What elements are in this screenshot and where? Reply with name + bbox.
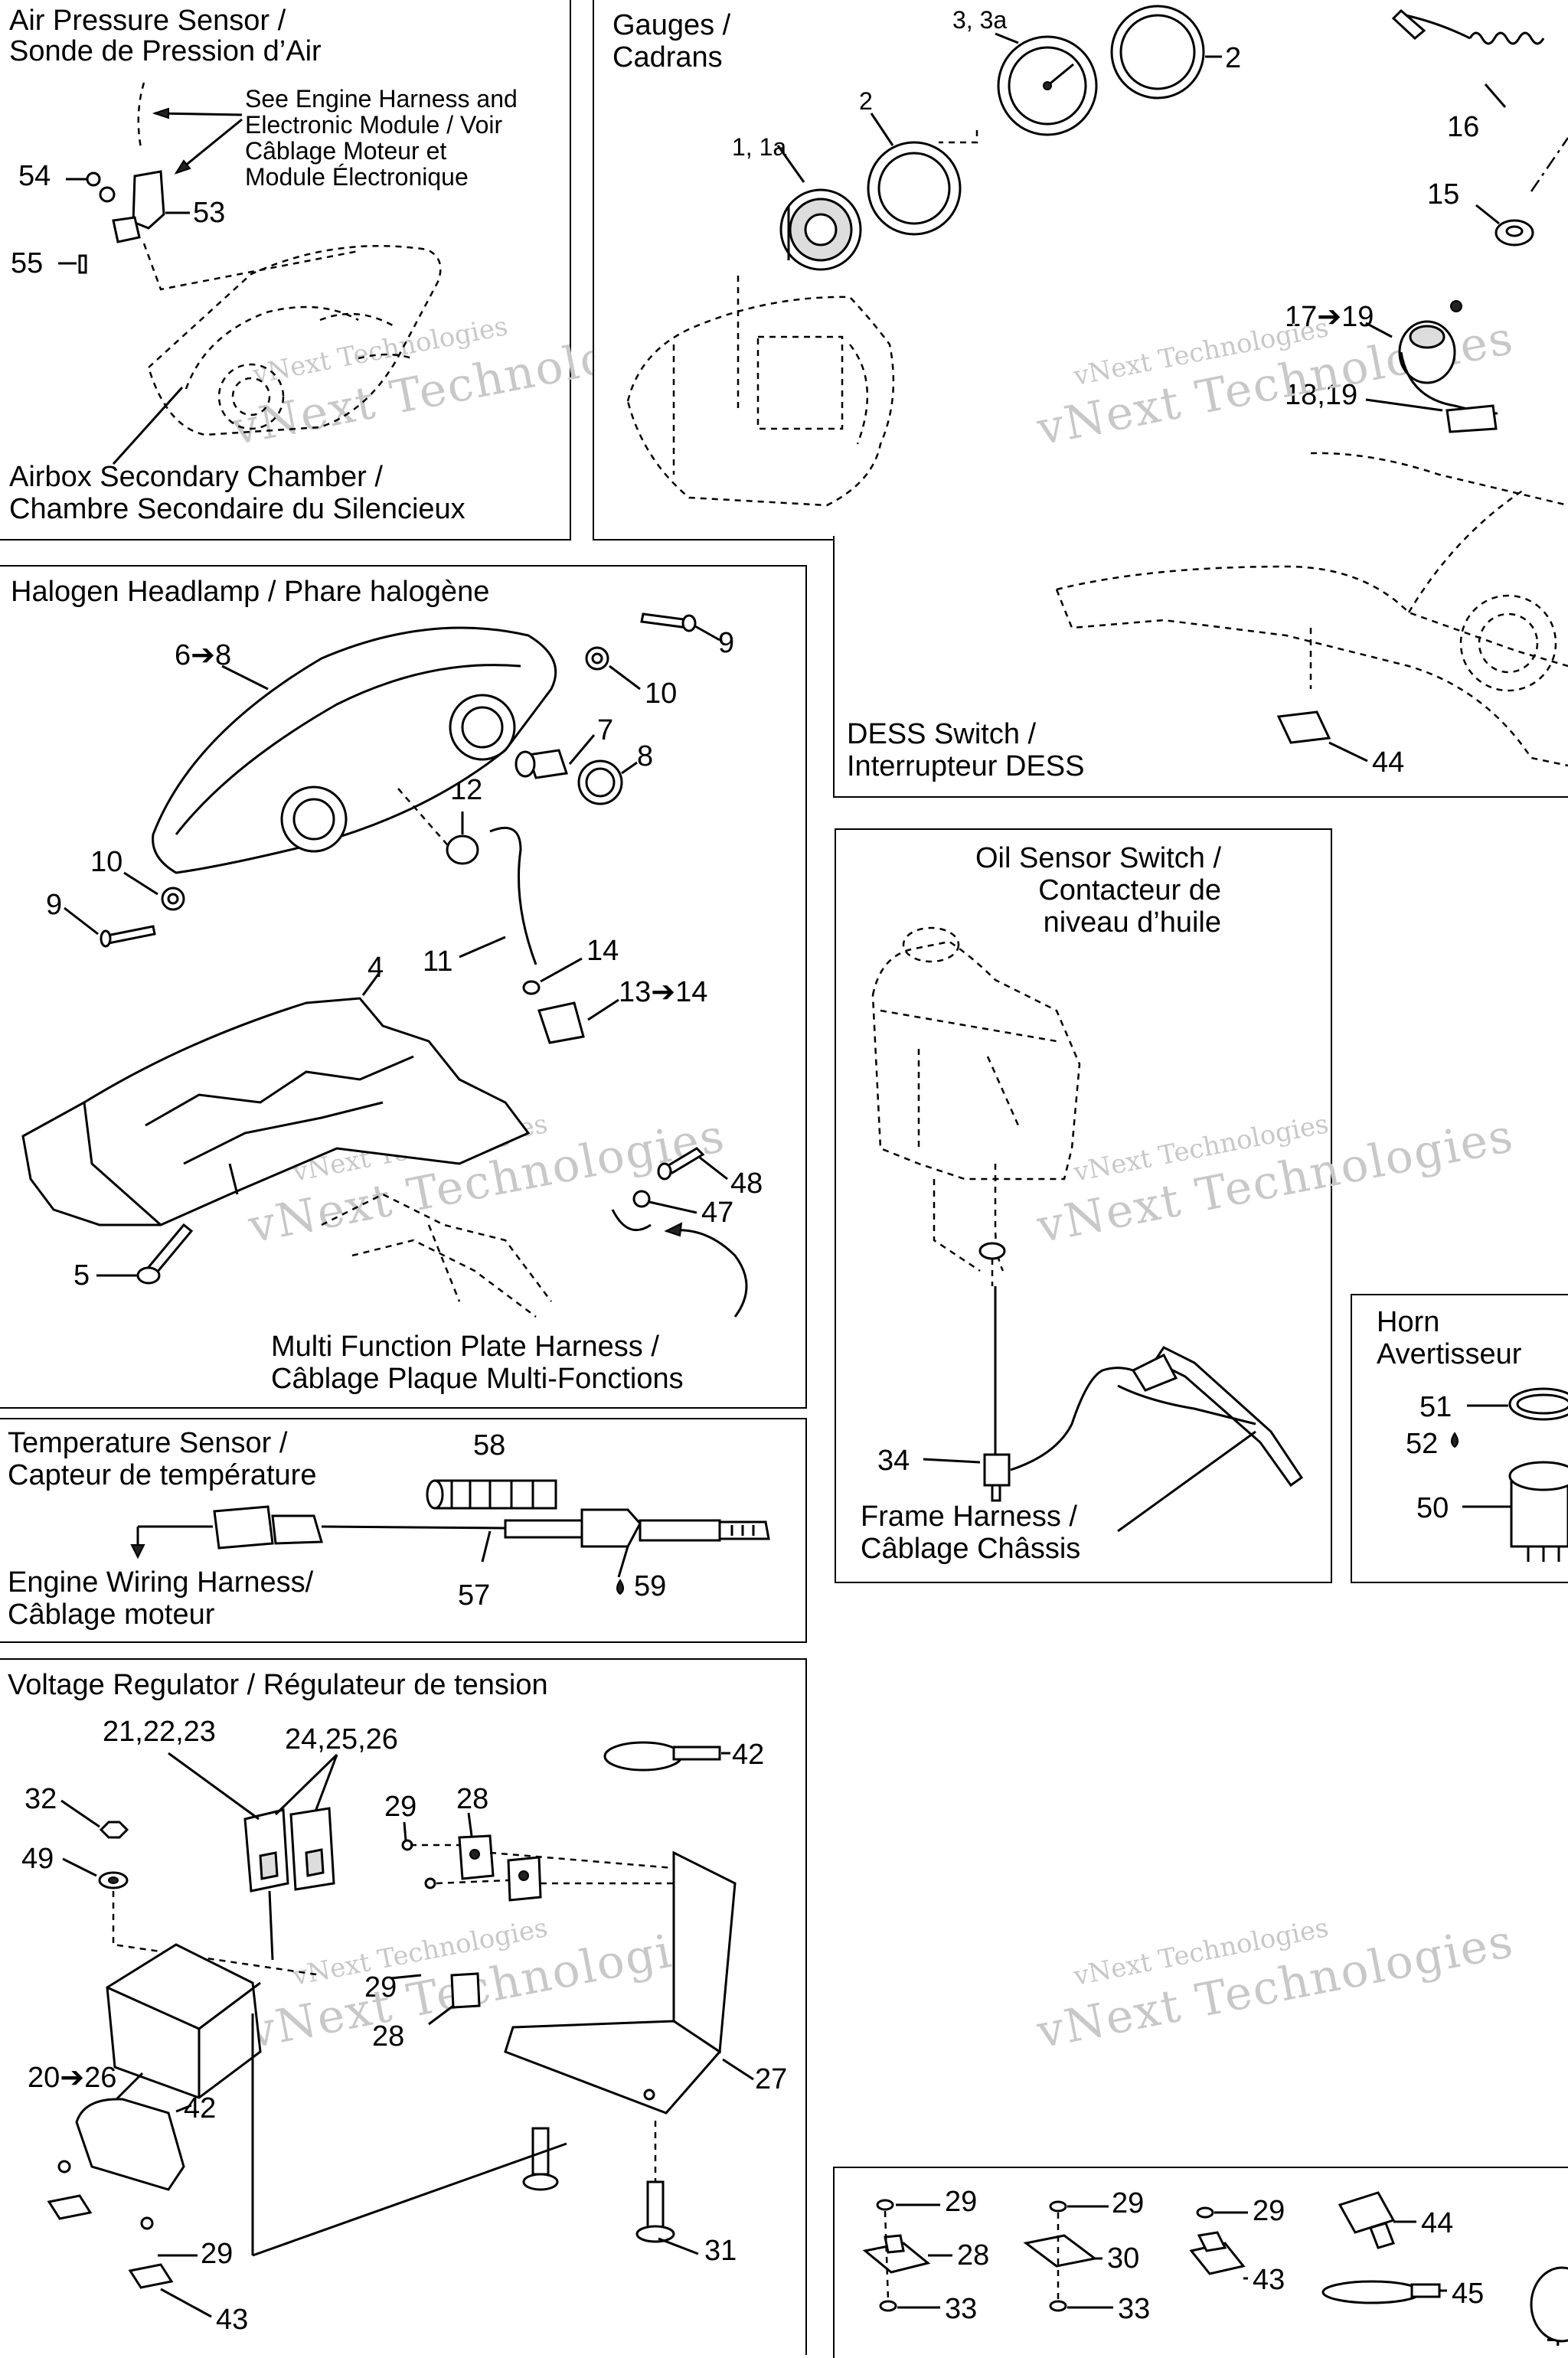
callout-7: 7	[597, 714, 614, 746]
callout-48: 48	[730, 1168, 763, 1200]
callout-44-hw: 44	[1421, 2207, 1454, 2239]
engine-harness-note-3: Câblage Moteur et	[245, 137, 447, 165]
callout-58: 58	[473, 1429, 506, 1462]
callout-14: 14	[586, 935, 619, 967]
temp-title-en: Temperature Sensor /	[8, 1427, 288, 1459]
callout-11: 11	[423, 945, 453, 978]
callout-50: 50	[1416, 1492, 1449, 1524]
callout-33-hw-a: 33	[945, 2293, 978, 2325]
gauges-title-fr: Cadrans	[612, 41, 723, 73]
callout-27: 27	[755, 2063, 788, 2095]
callout-16: 16	[1447, 111, 1480, 143]
mfp-harness-label-fr: Câblage Plaque Multi-Fonctions	[271, 1363, 684, 1395]
callout-10-top: 10	[645, 678, 678, 710]
callout-4: 4	[368, 952, 384, 984]
frame-harness-label-fr: Câblage Châssis	[861, 1533, 1081, 1565]
air-pressure-title-fr: Sonde de Pression d’Air	[9, 35, 322, 67]
engine-harness-label-fr: Câblage moteur	[8, 1599, 215, 1631]
engine-harness-note-1: See Engine Harness and	[245, 85, 518, 113]
headlamp-title: Halogen Headlamp / Phare halogène	[11, 576, 490, 608]
callout-47: 47	[701, 1197, 734, 1229]
callout-53: 53	[193, 197, 226, 229]
callout-55: 55	[11, 247, 44, 279]
oil-title-3: niveau d’huile	[1043, 906, 1221, 939]
callout-24-25-26: 24,25,26	[285, 1723, 398, 1755]
voltage-regulator-drawing	[47, 1741, 754, 2318]
callout-28-hw: 28	[957, 2239, 990, 2271]
callout-29-hw-a: 29	[945, 2186, 978, 2218]
air-pressure-sensor-drawing	[58, 82, 442, 465]
callout-33-hw-b: 33	[1118, 2293, 1151, 2325]
callout-43-hw: 43	[1253, 2264, 1285, 2296]
dess-switch-panel	[833, 536, 1568, 798]
airbox-label-en: Airbox Secondary Chamber /	[9, 461, 383, 493]
mfp-harness-label-en: Multi Function Plate Harness /	[271, 1331, 659, 1363]
callout-49: 49	[21, 1843, 54, 1875]
callout-15: 15	[1427, 178, 1460, 211]
callout-29-a: 29	[384, 1791, 417, 1823]
callout-9-top: 9	[718, 627, 735, 659]
callout-9-bottom: 9	[46, 889, 63, 921]
callout-32: 32	[24, 1783, 57, 1815]
callout-51: 51	[1419, 1391, 1452, 1423]
oil-sensor-drawing	[871, 926, 1304, 1533]
gauges-title-en: Gauges /	[612, 9, 731, 41]
horn-drawing	[1451, 1387, 1568, 1562]
callout-54: 54	[18, 160, 51, 192]
callout-2-bezel: 2	[859, 87, 873, 115]
callout-43: 43	[216, 2304, 249, 2336]
callout-2-top: 2	[1225, 42, 1242, 74]
callout-57: 57	[458, 1579, 491, 1612]
frame-harness-label-en: Frame Harness /	[861, 1501, 1077, 1533]
engine-harness-note-2: Electronic Module / Voir	[245, 111, 503, 139]
dess-label-fr: Interrupteur DESS	[847, 750, 1085, 782]
oil-title-2: Contacteur de	[1038, 874, 1221, 906]
callout-10-bottom: 10	[90, 846, 123, 878]
temperature-sensor-drawing	[130, 1479, 770, 1595]
engine-harness-label-en: Engine Wiring Harness/	[8, 1566, 314, 1599]
callout-34: 34	[877, 1445, 910, 1477]
callout-28-a: 28	[456, 1783, 489, 1815]
callout-5: 5	[74, 1259, 90, 1292]
airbox-label-fr: Chambre Secondaire du Silencieux	[9, 493, 466, 525]
callout-30-hw: 30	[1107, 2242, 1140, 2275]
voltage-title: Voltage Regulator / Régulateur de tensio…	[8, 1669, 548, 1701]
callout-3-3a: 3, 3a	[952, 6, 1008, 34]
callout-29-hw-b: 29	[1112, 2187, 1145, 2219]
horn-title-fr: Avertisseur	[1377, 1338, 1522, 1370]
callout-28-b: 28	[372, 2020, 405, 2053]
callout-8: 8	[637, 740, 654, 772]
air-pressure-sensor-panel: Air Pressure Sensor / Sonde de Pression …	[0, 0, 713, 541]
headlamp-drawing	[21, 612, 748, 1318]
callout-18-19: 18,19	[1285, 379, 1358, 411]
callout-1-1a: 1, 1a	[732, 133, 787, 161]
callout-45-hw: 45	[1452, 2278, 1485, 2310]
callout-29-hw-c: 29	[1253, 2195, 1285, 2227]
air-pressure-title-en: Air Pressure Sensor /	[9, 5, 286, 37]
temp-title-fr: Capteur de température	[8, 1459, 317, 1491]
callout-52: 52	[1406, 1428, 1439, 1460]
callout-20-26: 20➔26	[28, 2062, 117, 2094]
callout-13-14: 13➔14	[619, 976, 708, 1008]
callout-59: 59	[634, 1570, 667, 1602]
callout-21-22-23: 21,22,23	[103, 1716, 216, 1748]
oil-sensor-panel	[835, 828, 1332, 1583]
dess-label-en: DESS Switch /	[847, 718, 1037, 750]
oil-title-1: Oil Sensor Switch /	[975, 842, 1221, 874]
callout-44-dess: 44	[1372, 746, 1405, 779]
callout-31: 31	[704, 2235, 737, 2267]
engine-harness-note-4: Module Électronique	[245, 163, 469, 191]
callout-6-8: 6➔8	[175, 639, 232, 671]
gauges-drawing	[626, 5, 1568, 767]
callout-42-top: 42	[732, 1739, 765, 1771]
horn-title-en: Horn	[1377, 1306, 1440, 1338]
callout-29-c: 29	[201, 2238, 234, 2270]
callout-17-19: 17➔19	[1285, 301, 1374, 333]
